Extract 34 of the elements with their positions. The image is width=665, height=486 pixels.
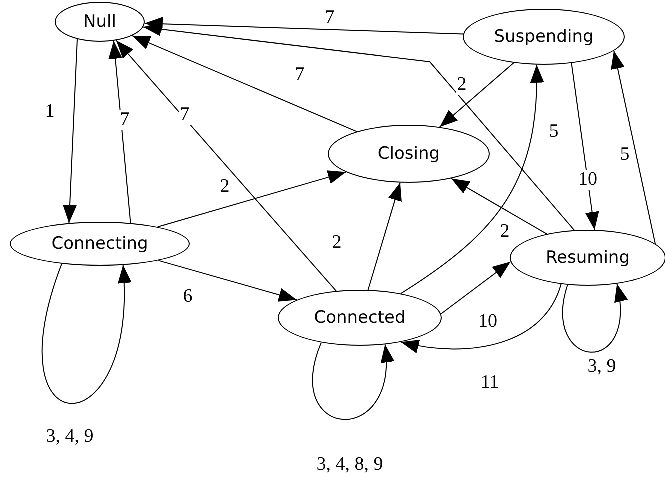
state-name: Connecting xyxy=(52,234,148,254)
arrow xyxy=(571,62,600,231)
state-name: Null xyxy=(84,12,116,32)
state-name: Resuming xyxy=(546,248,630,268)
edge-label: 2 xyxy=(456,75,468,95)
state-name: Closing xyxy=(378,144,440,164)
arrow xyxy=(132,35,358,132)
edge-label: 7 xyxy=(179,105,191,125)
arrow xyxy=(312,342,394,420)
arrow xyxy=(157,170,347,228)
arrow xyxy=(368,182,402,291)
arrow xyxy=(63,38,78,224)
edge-label: 3, 4, 9 xyxy=(45,427,95,447)
arrow xyxy=(562,284,627,353)
arrow xyxy=(158,260,298,302)
state-ellipse xyxy=(328,125,490,183)
arrow xyxy=(144,17,464,35)
state-name: Connected xyxy=(314,308,406,328)
edge-label: 3, 4, 8, 9 xyxy=(316,455,384,475)
arrow xyxy=(400,64,544,294)
arrow xyxy=(440,261,512,315)
edge-label: 10 xyxy=(578,170,598,190)
arrow xyxy=(108,40,132,224)
arrow xyxy=(451,178,548,235)
arrow xyxy=(400,284,562,353)
arrow xyxy=(439,62,514,128)
edge-label: 7 xyxy=(119,110,131,130)
state-ellipse xyxy=(278,290,442,346)
arrow xyxy=(611,50,656,244)
arrow xyxy=(116,40,337,292)
state-name: Suspending xyxy=(494,27,594,47)
edge-label: 3, 9 xyxy=(586,357,618,377)
arrow xyxy=(142,22,575,231)
arrow xyxy=(42,263,131,404)
